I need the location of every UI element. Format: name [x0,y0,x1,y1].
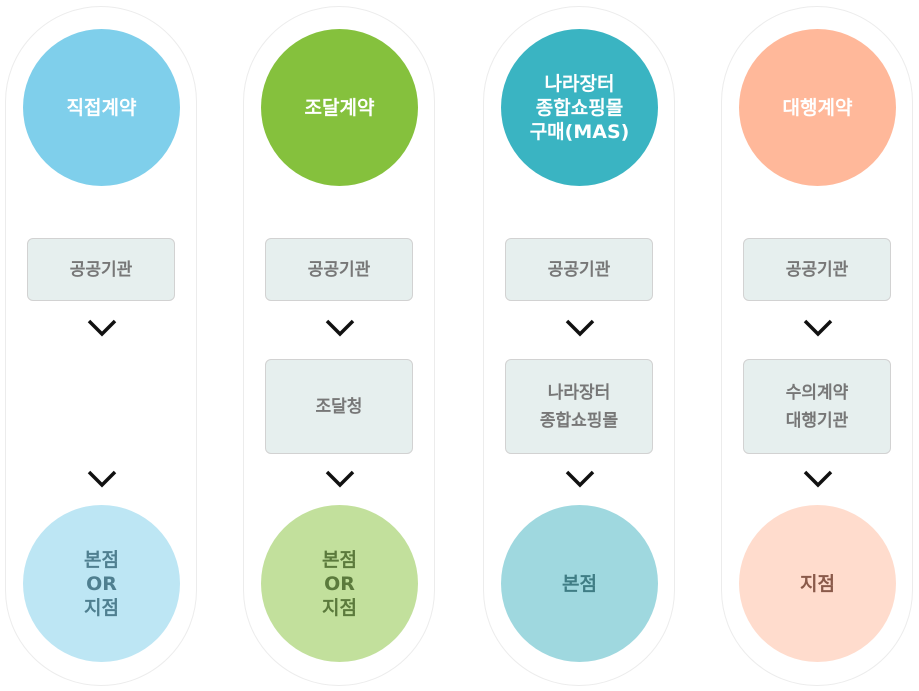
step-box: 나라장터 종합쇼핑몰 [505,359,653,454]
chevron-down-icon [803,319,833,337]
contract-column: 나라장터 종합쇼핑몰 구매(MAS) 공공기관 나라장터 종합쇼핑몰 본점 [483,6,675,686]
step-box: 공공기관 [505,238,653,301]
result-label: 본점 OR 지점 [322,548,357,619]
contract-column: 조달계약 공공기관 조달청 본점 OR 지점 [243,6,435,686]
step-box: 공공기관 [743,238,891,301]
chevron-down-icon [803,470,833,488]
contract-column: 직접계약 공공기관 본점 OR 지점 [5,6,197,686]
result-circle: 본점 [501,505,658,662]
result-circle: 본점 OR 지점 [23,505,180,662]
contract-type-circle: 대행계약 [739,29,896,186]
contract-type-circle: 직접계약 [23,29,180,186]
step-box: 공공기관 [27,238,175,301]
chevron-down-icon [565,470,595,488]
contract-column: 대행계약 공공기관 수의계약 대행기관 지점 [721,6,913,686]
contract-type-title: 직접계약 [66,96,137,119]
contract-type-title: 나라장터 종합쇼핑몰 구매(MAS) [529,72,630,143]
chevron-down-icon [87,319,117,337]
result-circle: 본점 OR 지점 [261,505,418,662]
step-box: 공공기관 [265,238,413,301]
result-label: 본점 [562,572,597,595]
step-box: 조달청 [265,359,413,454]
contract-type-title: 대행계약 [782,96,853,119]
chevron-down-icon [325,470,355,488]
contract-type-circle: 조달계약 [261,29,418,186]
contract-type-circle: 나라장터 종합쇼핑몰 구매(MAS) [501,29,658,186]
chevron-down-icon [87,470,117,488]
result-circle: 지점 [739,505,896,662]
result-label: 지점 [800,572,835,595]
result-label: 본점 OR 지점 [84,548,119,619]
contract-type-title: 조달계약 [304,96,375,119]
chevron-down-icon [565,319,595,337]
step-box: 수의계약 대행기관 [743,359,891,454]
chevron-down-icon [325,319,355,337]
